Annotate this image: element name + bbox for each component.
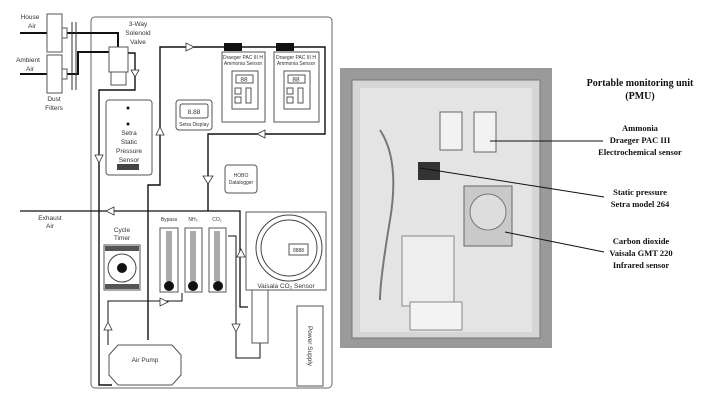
cycle-timer-label-2: Timer	[114, 235, 131, 242]
setra-display-value: 8.88	[188, 109, 201, 116]
solenoid-valve-label-3: Valve	[130, 39, 146, 46]
draeger-sensor-2: Draeger PAC III H Ammonia Sensor 88	[273, 51, 320, 123]
solenoid-valve	[108, 46, 129, 73]
schematic-diagram: House Air Ambient Air Dust Filters 3-Way…	[16, 13, 333, 389]
solenoid-valve-label-2: Solenoid	[125, 30, 151, 37]
exhaust-air-label-2: Air	[46, 223, 55, 230]
terminal-block	[117, 164, 139, 170]
rotameter-label-bypass: Bypass	[161, 217, 178, 223]
leader-line-co2	[504, 231, 605, 253]
draeger-label: Draeger PAC III H	[223, 55, 263, 61]
co2-label-3: Infrared sensor	[613, 260, 669, 270]
pmu-photo	[340, 68, 552, 348]
hobo-datalogger	[224, 164, 258, 194]
pmu-title-2: (PMU)	[625, 91, 654, 102]
rotameter-bypass	[159, 227, 179, 293]
setra-display-label: Setra Display	[179, 122, 209, 128]
draeger-sensor-1: Draeger PAC III H Ammonia Sensor 88	[221, 51, 266, 123]
photo-setra	[418, 162, 440, 180]
exhaust-air-label: Exhaust	[38, 215, 62, 222]
flow-arrow	[155, 126, 165, 136]
setra-pressure-sensor	[105, 99, 153, 176]
dust-filters-label: Dust	[47, 96, 61, 103]
setra-sensor-label-4: Sensor	[119, 157, 140, 164]
leader-line-pressure	[419, 167, 605, 198]
cycle-timer-label: Cycle	[114, 227, 131, 234]
setra-sensor-label: Setra	[121, 130, 137, 137]
tube-break	[71, 22, 77, 90]
ammonia-loop	[147, 46, 326, 340]
setra-sensor-label-2: Static	[121, 139, 138, 146]
draeger-label-2: Ammonia Sensor	[277, 61, 316, 67]
photo-draeger-1	[439, 111, 463, 151]
filter-fitting	[61, 68, 68, 80]
hobo-label: HOBO	[234, 173, 249, 179]
ammonia-label-3: Electrochemical sensor	[598, 147, 682, 157]
flow-arrow	[231, 323, 241, 333]
flow-arrow	[130, 69, 140, 78]
flow-arrow	[202, 175, 214, 185]
flow-arrow	[94, 154, 104, 164]
sample-line	[98, 52, 136, 386]
house-air-label-2: Air	[28, 23, 37, 30]
co2-label: Carbon dioxide	[613, 236, 670, 246]
rotameter-co2	[208, 227, 227, 293]
photo-air-pump	[409, 301, 463, 331]
photo-rotameters	[401, 235, 455, 307]
dust-filters-label-2: Filters	[45, 105, 63, 112]
draeger-label-2: Ammonia Sensor	[224, 61, 263, 67]
dust-filter-1	[46, 13, 63, 53]
air-pump-label: Air Pump	[132, 357, 159, 364]
vaisala-display-value: 8888	[293, 248, 304, 254]
ammonia-label: Ammonia	[622, 123, 659, 133]
inline-filter	[224, 43, 242, 51]
pmu-title: Portable monitoring unit	[587, 78, 694, 89]
draeger-label: Draeger PAC III H	[276, 55, 316, 61]
ambient-air-label: Ambient	[16, 57, 40, 64]
rotameter-nh3	[184, 227, 203, 293]
flow-arrow	[185, 42, 195, 52]
solenoid-valve-label: 3-Way	[129, 21, 148, 28]
power-supply	[296, 305, 324, 387]
flow-arrow	[159, 297, 169, 307]
flow-arrow	[236, 248, 246, 258]
flow-arrow	[256, 129, 266, 139]
static-pressure-label: Static pressure	[613, 187, 667, 197]
draeger-value: 88	[240, 77, 248, 84]
exhaust-line	[20, 210, 248, 308]
inline-filter	[276, 43, 294, 51]
flow-arrow	[105, 206, 115, 216]
flow-arrow	[103, 321, 113, 331]
filter-fitting	[61, 27, 68, 39]
static-pressure-label-2: Setra model 264	[611, 199, 670, 209]
air-pump	[108, 344, 182, 386]
cycle-timer	[103, 244, 141, 291]
setra-sensor-label-3: Pressure	[116, 148, 142, 155]
vaisala-label: Vaisala CO₂ Sensor	[257, 283, 315, 290]
house-air-label: House	[21, 14, 40, 21]
power-supply-label: Power Supply	[306, 326, 313, 367]
solenoid-coil	[110, 71, 127, 86]
vaisala-co2-sensor: 8888 Vaisala CO₂ Sensor	[245, 211, 327, 344]
hobo-label-2: Datalogger	[229, 180, 254, 186]
rotameter-label-nh3: NH₃	[188, 217, 197, 223]
ambient-air-label-2: Air	[26, 66, 35, 73]
ammonia-label-2: Draeger PAC III	[610, 135, 671, 145]
vaisala-probe	[251, 289, 269, 344]
photo-draeger-2	[473, 111, 497, 153]
dust-filter-2	[46, 54, 63, 94]
draeger-value: 88	[292, 77, 300, 84]
co2-label-2: Vaisala GMT 220	[609, 248, 672, 258]
rotameter-label-co2: CO₂	[212, 217, 222, 223]
